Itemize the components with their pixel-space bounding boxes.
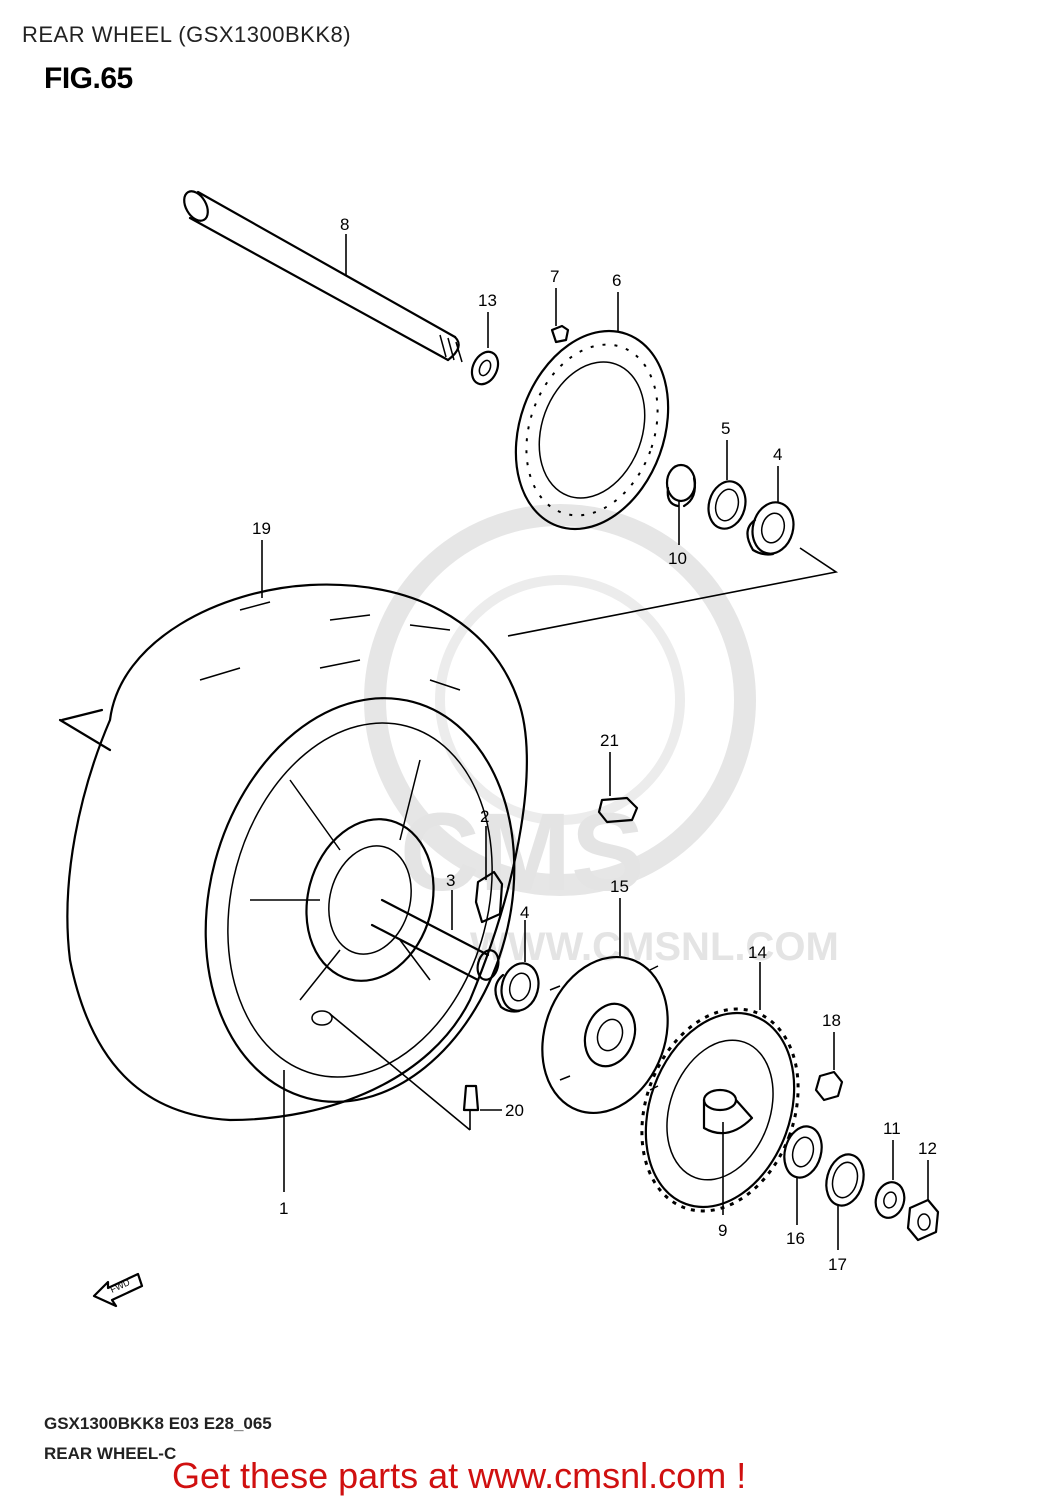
diagram-subtitle: REAR WHEEL-C: [44, 1444, 177, 1463]
part-hub-spacer[interactable]: [370, 898, 502, 982]
figure-title: FIG.65: [44, 62, 133, 95]
part-sprocket-nut[interactable]: [814, 1070, 844, 1102]
part-valve[interactable]: [462, 1084, 480, 1112]
part-axle[interactable]: [179, 187, 463, 363]
part-collar[interactable]: [872, 1179, 908, 1221]
part-cushion[interactable]: [474, 870, 504, 924]
part-disc-bolt[interactable]: [550, 324, 570, 344]
callout-1: 1: [279, 1199, 288, 1218]
callout-7: 7: [550, 267, 559, 286]
part-bearing-4-lower[interactable]: [494, 959, 543, 1015]
part-sprocket-spacer[interactable]: [702, 1088, 754, 1135]
callout-20: 20: [505, 1101, 524, 1120]
page-title: REAR WHEEL (GSX1300BKK8): [22, 22, 352, 47]
callout-14: 14: [748, 943, 767, 962]
part-washer[interactable]: [467, 348, 503, 389]
forward-direction-arrow: FWD: [92, 1272, 144, 1308]
callout-10: 10: [668, 549, 687, 568]
part-sprocket-carrier[interactable]: [521, 939, 688, 1130]
part-bearing-4-top[interactable]: [746, 498, 799, 559]
part-oil-seal-5[interactable]: [703, 477, 750, 533]
callout-4-top: 4: [773, 445, 782, 464]
callout-21: 21: [600, 731, 619, 750]
part-clip[interactable]: [597, 796, 639, 824]
callout-8: 8: [340, 215, 349, 234]
callout-labels: 8 13 7 6 5 4 10 19 21 2 3 4 15 14 18 20 …: [252, 215, 937, 1274]
part-tire[interactable]: [58, 583, 528, 1122]
callout-6: 6: [612, 271, 621, 290]
callout-2: 2: [480, 807, 489, 826]
callout-19: 19: [252, 519, 271, 538]
callout-16: 16: [786, 1229, 805, 1248]
callout-13: 13: [478, 291, 497, 310]
diagram-code: GSX1300BKK8 E03 E28_065: [44, 1414, 272, 1433]
part-sprocket[interactable]: [615, 987, 825, 1233]
callout-11: 11: [883, 1119, 901, 1138]
callout-17: 17: [828, 1255, 847, 1274]
part-axle-nut[interactable]: [906, 1198, 940, 1242]
callout-15: 15: [610, 877, 629, 896]
callout-12: 12: [918, 1139, 937, 1158]
callout-9: 9: [718, 1221, 727, 1240]
part-bearing-16[interactable]: [779, 1122, 827, 1182]
watermark-text: CMS: [400, 791, 644, 914]
part-oil-seal-17[interactable]: [821, 1150, 869, 1210]
callout-5: 5: [721, 419, 730, 438]
part-wheel-rim[interactable]: [162, 663, 558, 1137]
promo-link[interactable]: Get these parts at www.cmsnl.com !: [172, 1455, 747, 1496]
part-brake-disc[interactable]: [489, 310, 694, 551]
part-spacer-10[interactable]: [665, 463, 697, 508]
watermark: CMS WWW.CMSNL.COM: [364, 504, 839, 969]
watermark-url: WWW.CMSNL.COM: [470, 925, 839, 969]
leader-lines: [261, 234, 929, 1250]
callout-18: 18: [822, 1011, 841, 1030]
callout-3: 3: [446, 871, 455, 890]
callout-4-lower: 4: [520, 903, 529, 922]
